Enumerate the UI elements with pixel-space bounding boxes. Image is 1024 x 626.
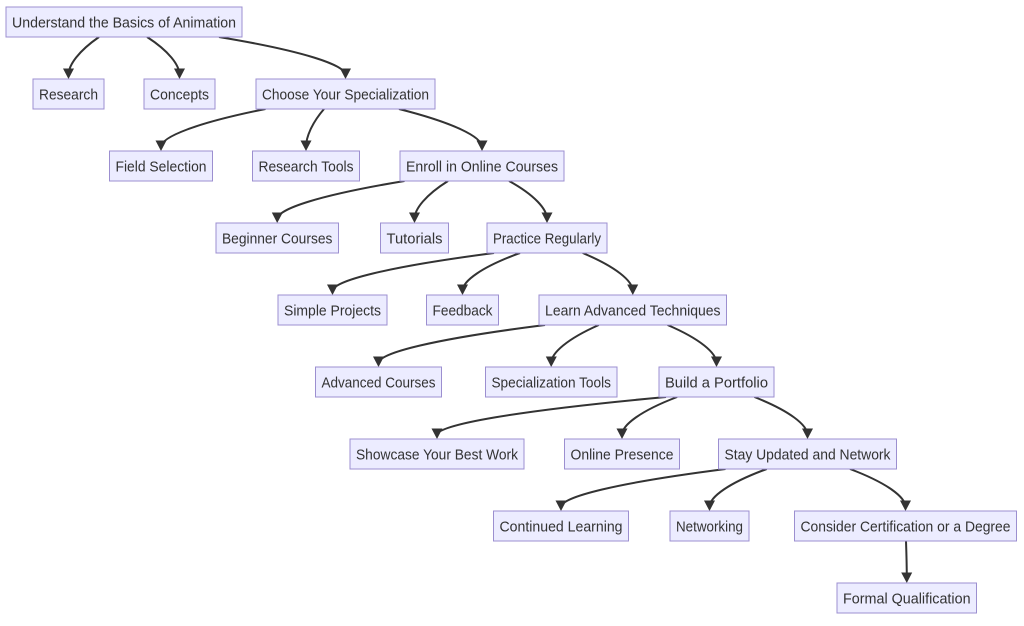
svg-text:Learn Advanced Techniques: Learn Advanced Techniques: [545, 304, 721, 320]
svg-text:Field Selection: Field Selection: [116, 160, 207, 176]
svg-text:Practice Regularly: Practice Regularly: [493, 232, 602, 248]
svg-text:Enroll in Online Courses: Enroll in Online Courses: [406, 160, 558, 176]
svg-text:Networking: Networking: [676, 520, 743, 536]
svg-text:Specialization Tools: Specialization Tools: [491, 376, 611, 392]
svg-text:Research: Research: [39, 88, 98, 104]
svg-text:Tutorials: Tutorials: [387, 232, 443, 248]
svg-text:Consider Certification or a De: Consider Certification or a Degree: [801, 520, 1011, 536]
svg-text:Beginner Courses: Beginner Courses: [222, 232, 333, 248]
svg-text:Advanced Courses: Advanced Courses: [322, 376, 436, 392]
svg-text:Simple Projects: Simple Projects: [284, 304, 381, 320]
svg-text:Choose Your Specialization: Choose Your Specialization: [262, 88, 429, 104]
svg-text:Showcase Your Best Work: Showcase Your Best Work: [356, 448, 519, 464]
svg-text:Feedback: Feedback: [433, 304, 494, 320]
svg-text:Concepts: Concepts: [150, 88, 209, 104]
svg-text:Stay Updated and Network: Stay Updated and Network: [725, 448, 892, 464]
svg-text:Continued Learning: Continued Learning: [500, 520, 623, 536]
svg-text:Understand the Basics of Anima: Understand the Basics of Animation: [12, 16, 236, 32]
svg-text:Research Tools: Research Tools: [259, 160, 354, 176]
svg-text:Build a Portfolio: Build a Portfolio: [665, 376, 768, 392]
svg-text:Formal Qualification: Formal Qualification: [843, 592, 971, 608]
svg-text:Online Presence: Online Presence: [571, 448, 674, 464]
